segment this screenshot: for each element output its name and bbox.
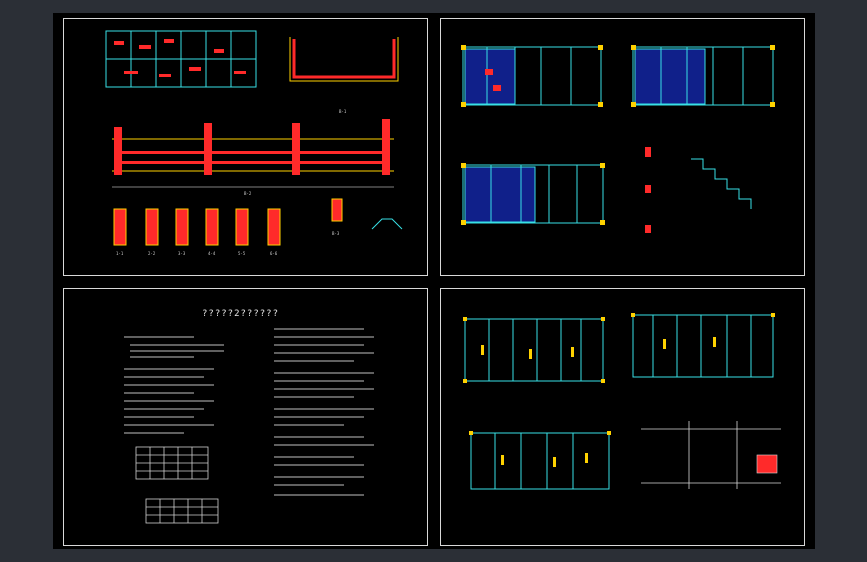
beam-details-drawing <box>105 30 403 246</box>
label-1-1: 1-1 <box>116 251 124 256</box>
notes-title: ?????2?????? <box>202 309 280 319</box>
drawing-viewport[interactable]: B-1 B-2 1-1 2-2 3-3 4-4 5-5 6-6 B-3 <box>53 13 815 549</box>
label-b3: B-3 <box>332 231 340 236</box>
label-4-4: 4-4 <box>208 251 216 256</box>
label-2-2: 2-2 <box>148 251 156 256</box>
label-b1: B-1 <box>339 109 347 114</box>
sheet-slab-plans[interactable] <box>440 18 805 276</box>
sheet-beam-details[interactable]: B-1 B-2 1-1 2-2 3-3 4-4 5-5 6-6 B-3 <box>63 18 428 276</box>
label-b2: B-2 <box>244 191 252 196</box>
label-3-3: 3-3 <box>178 251 186 256</box>
label-5-5: 5-5 <box>238 251 246 256</box>
sheet-design-notes[interactable]: ?????2?????? <box>63 288 428 546</box>
sheet-column-plans[interactable] <box>440 288 805 546</box>
notes-text-block <box>124 328 374 524</box>
label-6-6: 6-6 <box>270 251 278 256</box>
column-plans-drawing <box>463 313 781 490</box>
slab-plans-drawing <box>461 45 775 233</box>
